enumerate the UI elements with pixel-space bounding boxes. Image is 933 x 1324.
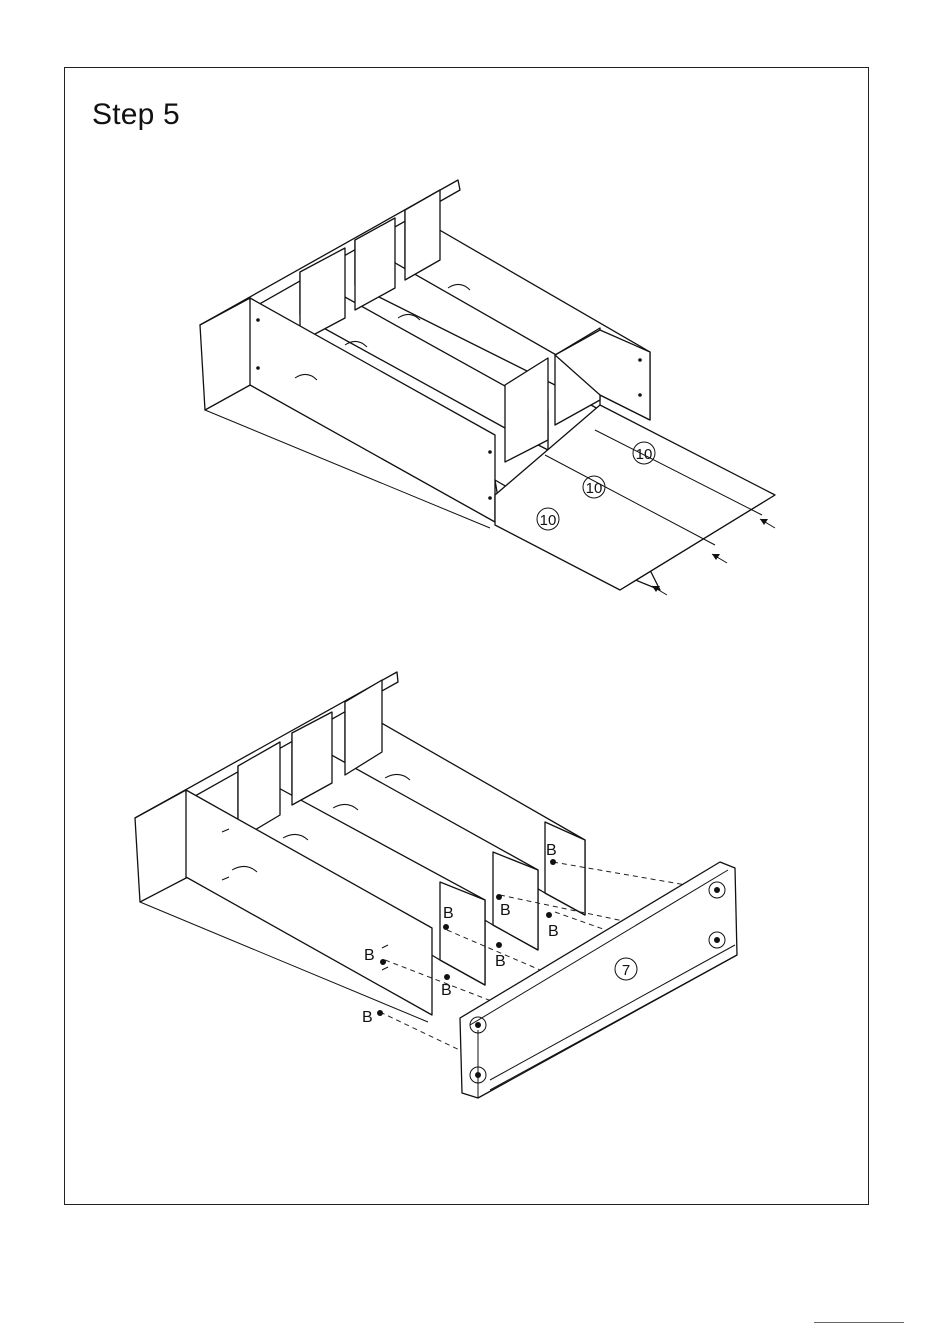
top-arrow-3 — [760, 519, 775, 528]
svg-text:B: B — [443, 905, 454, 922]
svg-text:B: B — [548, 923, 559, 940]
top-left-side-panel — [200, 298, 252, 410]
top-part-label-a: 10 — [633, 442, 655, 464]
svg-text:10: 10 — [540, 512, 557, 529]
svg-text:B: B — [364, 947, 375, 964]
bottom-assembly: 7 B B B B B B B — [135, 672, 737, 1098]
bottom-divider-r1 — [440, 882, 485, 985]
svg-text:7: 7 — [622, 962, 630, 979]
svg-text:10: 10 — [586, 480, 603, 497]
screw-b-8: B — [546, 912, 559, 940]
screw-b-6: B — [495, 942, 506, 970]
svg-text:B: B — [495, 953, 506, 970]
top-arrow-2 — [712, 554, 727, 563]
bottom-divider-r2 — [493, 852, 538, 950]
svg-text:10: 10 — [636, 446, 653, 463]
bottom-left-side-panel — [135, 790, 188, 902]
top-assembly: 10 10 10 — [200, 180, 775, 595]
footer-rule — [814, 1322, 904, 1323]
screw-b-2: B — [362, 1009, 383, 1026]
svg-text:B: B — [441, 982, 452, 999]
screw-b-4: B — [441, 974, 452, 999]
top-part-label-b: 10 — [583, 476, 605, 498]
svg-text:B: B — [362, 1009, 373, 1026]
top-arrow-1 — [652, 586, 667, 595]
svg-text:B: B — [500, 902, 511, 919]
top-part-label-c: 10 — [537, 508, 559, 530]
svg-text:B: B — [546, 842, 557, 859]
